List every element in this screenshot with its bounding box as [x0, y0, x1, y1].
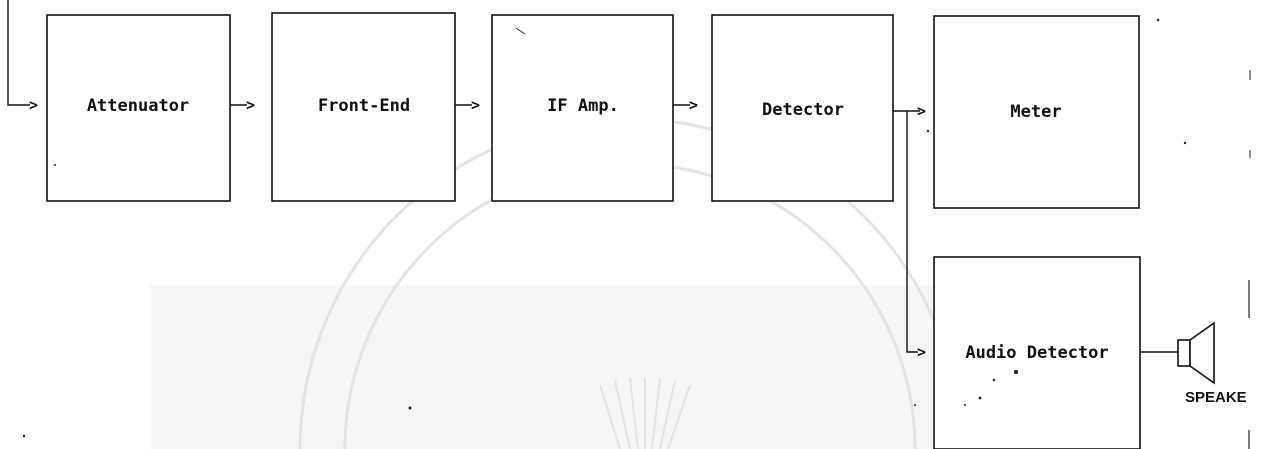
- arrow-glyph: >: [246, 96, 255, 114]
- block-label: Audio Detector: [965, 343, 1108, 363]
- arrow-glyph: >: [917, 102, 926, 120]
- scan-specks: [22, 18, 1251, 449]
- input-wire: [7, 0, 30, 106]
- wire-detector-to-audio: [906, 111, 918, 353]
- block-label: Front-End: [318, 96, 410, 116]
- arrows: > > > > > >: [29, 96, 926, 361]
- block-label: Meter: [1010, 102, 1061, 122]
- block-front-end: Front-End: [271, 12, 456, 202]
- arrow-glyph: >: [29, 96, 38, 114]
- block-label: IF Amp.: [547, 96, 619, 116]
- arrow-glyph: >: [471, 96, 480, 114]
- block-audio-detector: Audio Detector: [933, 256, 1141, 449]
- block-meter: Meter: [933, 15, 1140, 209]
- arrow-glyph: >: [689, 96, 698, 114]
- speaker-icon: [1177, 321, 1215, 385]
- block-label: Attenuator: [87, 96, 189, 116]
- block-attenuator: Attenuator: [46, 14, 231, 202]
- speaker-label: SPEAKE: [1185, 389, 1247, 406]
- block-label: Detector: [762, 100, 844, 120]
- wires: [7, 0, 1178, 353]
- block-detector: Detector: [711, 14, 894, 202]
- arrow-glyph: >: [917, 343, 926, 361]
- block-if-amp: IF Amp.: [491, 14, 674, 202]
